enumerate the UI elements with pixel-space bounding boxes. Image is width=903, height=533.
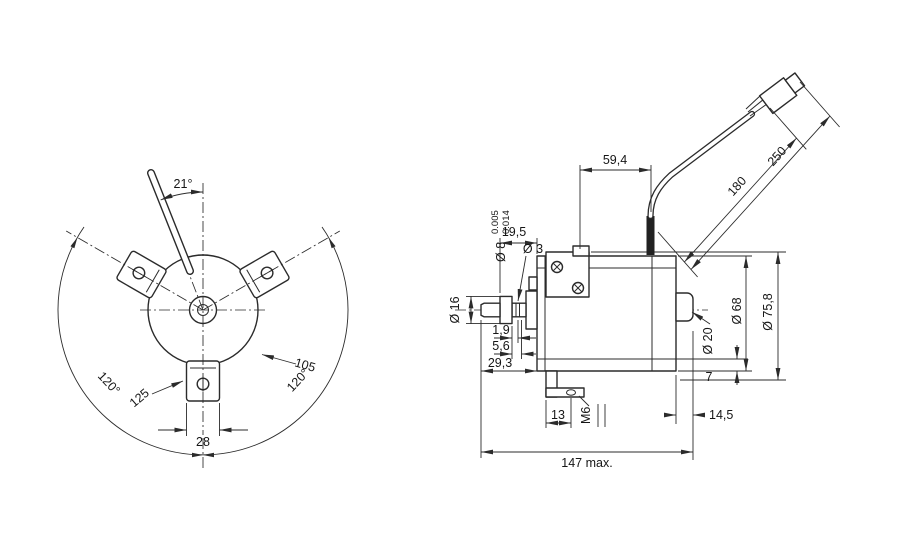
leader-105 — [261, 354, 297, 365]
arc-arrow — [203, 452, 214, 458]
dim-shaft-steps — [480, 320, 537, 458]
dim-dia-68 — [678, 255, 752, 372]
dim-label-13: 13 — [551, 408, 565, 422]
shaft-bore — [197, 304, 209, 316]
lever — [147, 169, 194, 275]
dim-label-125: 125 — [127, 386, 152, 410]
cable — [647, 110, 756, 220]
arc-arrow — [70, 237, 78, 249]
arc-arrow — [328, 237, 336, 249]
mounting-bracket — [545, 370, 585, 398]
arc-arrow — [192, 452, 203, 458]
dim-cable — [657, 81, 840, 278]
dim-label-59-4: 59,4 — [603, 153, 627, 167]
dim-label-19-5: 19,5 — [502, 225, 526, 239]
dim-19-5 — [499, 238, 538, 293]
shaft — [480, 290, 538, 330]
dim-label-dia-68: Ø 68 — [730, 297, 744, 324]
dim-label-dia-16: Ø 16 — [448, 296, 462, 323]
dim-label-147-max: 147 max. — [561, 456, 612, 470]
dim-dia-16 — [466, 295, 500, 325]
dim-label-dia-8-group: Ø 8 0.005 0.014 — [490, 210, 512, 262]
shaft-end — [480, 302, 501, 318]
front-view: 21° 105 125 120° 120° 28 — [57, 169, 349, 468]
dim-7 — [676, 345, 748, 385]
terminal-block — [572, 245, 590, 257]
shaft-collar — [499, 295, 513, 325]
wire — [745, 94, 762, 110]
dim-label-dia-20: Ø 20 — [701, 327, 715, 354]
dim-label-tol-lower: 0.014 — [501, 210, 512, 234]
dim-label-28: 28 — [196, 435, 210, 449]
dim-arc-21 — [160, 189, 204, 201]
front-bearing-boss — [525, 290, 538, 330]
angle-dimension-arc — [57, 226, 349, 456]
dim-label-dia-8: Ø 8 — [494, 242, 508, 262]
brush-bracket — [528, 245, 590, 298]
dim-label-7: 7 — [706, 370, 713, 384]
leader-dia-20 — [691, 311, 711, 325]
m6-hole — [566, 389, 576, 396]
dim-label-29-3: 29,3 — [488, 356, 512, 370]
side-view: 59,4 180 250 19,5 Ø 3 Ø 8 0.005 0.014 — [448, 72, 840, 470]
dim-label-dia-75-8: Ø 75,8 — [761, 293, 775, 331]
dim-13-m6 — [545, 395, 606, 428]
wire — [749, 103, 768, 117]
dim-label-1-9: 1,9 — [492, 323, 509, 337]
dim-14-5 — [664, 331, 705, 460]
wire — [747, 98, 765, 113]
dim-label-21deg: 21° — [174, 177, 193, 191]
dim-label-tol-upper: 0.005 — [490, 210, 501, 234]
dim-label-14-5: 14,5 — [709, 408, 733, 422]
dim-28 — [158, 403, 248, 436]
dim-59-4 — [579, 165, 652, 249]
leader-125 — [151, 380, 184, 395]
dim-label-105: 105 — [293, 356, 317, 375]
centerlines — [65, 169, 341, 468]
dim-label-dia-3: Ø 3 — [523, 242, 543, 256]
connector-plug — [758, 72, 806, 115]
dim-label-5-6: 5,6 — [492, 339, 509, 353]
shaft-hub — [188, 295, 218, 325]
dim-label-120-left: 120° — [95, 369, 123, 397]
cable-assembly — [646, 72, 806, 255]
rear-bearing-boss — [675, 292, 694, 322]
leader-dia-3 — [517, 255, 527, 302]
dim-label-m6: M6 — [579, 407, 593, 424]
